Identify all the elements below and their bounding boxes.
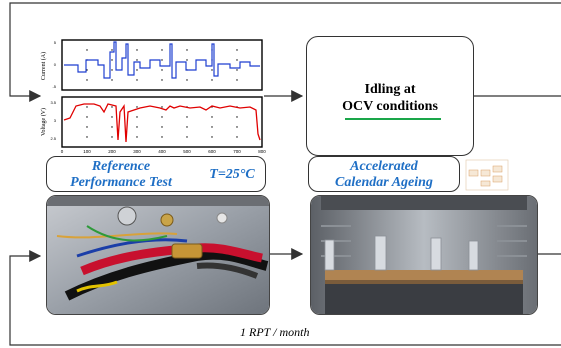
grid-dot — [86, 126, 88, 128]
climatic-chamber-photo — [310, 195, 538, 315]
grid-dot — [186, 126, 188, 128]
grid-dot — [236, 126, 238, 128]
rpt-label-box: Reference Performance Test T=25°C — [46, 156, 266, 192]
x-tick-label: 200 — [108, 149, 116, 154]
grid-dot — [111, 69, 113, 71]
grid-dot — [136, 136, 138, 138]
idle-text: Idling at OCV conditions — [307, 81, 473, 115]
grid-dot — [211, 136, 213, 138]
calendar-title-line1: Accelerated — [350, 159, 418, 174]
grid-dot — [86, 116, 88, 118]
grid-dot — [211, 126, 213, 128]
grid-dot — [136, 106, 138, 108]
rpt-title-line1: Reference — [91, 159, 151, 174]
grid-dot — [136, 69, 138, 71]
grid-dot — [111, 49, 113, 51]
voltage-plot-frame — [61, 96, 263, 148]
grid-dot — [86, 49, 88, 51]
grid-dot — [136, 126, 138, 128]
grid-dot — [211, 69, 213, 71]
voltage-trace — [63, 103, 261, 143]
grid-dot — [161, 59, 163, 61]
svg-text:0: 0 — [54, 62, 57, 67]
bottom-loop-line — [9, 250, 561, 346]
grid-dot — [136, 116, 138, 118]
test-setup-photo — [46, 195, 270, 315]
grid-dot — [236, 59, 238, 61]
grid-dot — [86, 79, 88, 81]
idle-text-line1: Idling at — [364, 82, 416, 97]
idle-box: Idling at OCV conditions — [306, 36, 474, 156]
x-tick-label: 0 — [61, 149, 64, 154]
grid-dot — [161, 69, 163, 71]
grid-dot — [161, 116, 163, 118]
voltage-xticks: 0 100 200 300 400 500 600 700 800 — [61, 149, 267, 154]
grid-dot — [186, 49, 188, 51]
grid-dot — [211, 79, 213, 81]
grid-dot — [86, 69, 88, 71]
grid-dot — [111, 79, 113, 81]
svg-text:5: 5 — [54, 40, 57, 45]
rpt-title-line2: Performance Test — [70, 175, 172, 190]
grid-dot — [111, 59, 113, 61]
grid-dot — [161, 106, 163, 108]
grid-dot — [186, 59, 188, 61]
grid-dot — [236, 79, 238, 81]
grid-dot — [86, 136, 88, 138]
test-setup-illustration — [47, 196, 269, 314]
grid-dot — [161, 49, 163, 51]
grid-dot — [161, 79, 163, 81]
grid-dot — [86, 106, 88, 108]
grid-dot — [111, 136, 113, 138]
grid-dot — [186, 136, 188, 138]
x-tick-label: 400 — [158, 149, 166, 154]
svg-text:2.5: 2.5 — [50, 136, 56, 141]
x-tick-label: 800 — [258, 149, 266, 154]
grid-dot — [161, 126, 163, 128]
x-tick-label: 300 — [133, 149, 141, 154]
calendar-label-box: Accelerated Calendar Ageing — [308, 156, 460, 192]
grid-dot — [186, 116, 188, 118]
grid-dot — [136, 49, 138, 51]
grid-dot — [136, 79, 138, 81]
top-loop-line — [9, 2, 561, 102]
grid-dot — [161, 136, 163, 138]
grid-dot — [236, 49, 238, 51]
voltage-plot-grid — [86, 106, 238, 138]
grid-dot — [111, 126, 113, 128]
voltage-ylabel: Voltage (V) — [40, 108, 47, 136]
rpt-temperature: T=25°C — [209, 167, 255, 182]
current-plot-frame — [61, 39, 263, 91]
grid-dot — [111, 116, 113, 118]
svg-text:3.5: 3.5 — [50, 100, 56, 105]
grid-dot — [136, 59, 138, 61]
grid-dot — [236, 116, 238, 118]
x-tick-label: 600 — [208, 149, 216, 154]
x-tick-label: 500 — [183, 149, 191, 154]
current-trace — [64, 41, 260, 79]
loop-label: 1 RPT / month — [240, 325, 310, 339]
grid-dot — [236, 69, 238, 71]
svg-text:-5: -5 — [52, 84, 56, 89]
svg-text:3: 3 — [54, 118, 57, 123]
x-tick-label: 100 — [83, 149, 91, 154]
grid-dot — [186, 79, 188, 81]
calendar-title-line2: Calendar Ageing — [335, 175, 433, 190]
x-tick-label: 700 — [233, 149, 241, 154]
idle-green-line — [345, 118, 441, 120]
climatic-chamber-illustration — [311, 196, 537, 314]
grid-dot — [236, 136, 238, 138]
grid-dot — [211, 116, 213, 118]
idle-text-line2: OCV conditions — [342, 99, 438, 114]
grid-dot — [111, 106, 113, 108]
current-ylabel: Current (A) — [40, 52, 47, 80]
